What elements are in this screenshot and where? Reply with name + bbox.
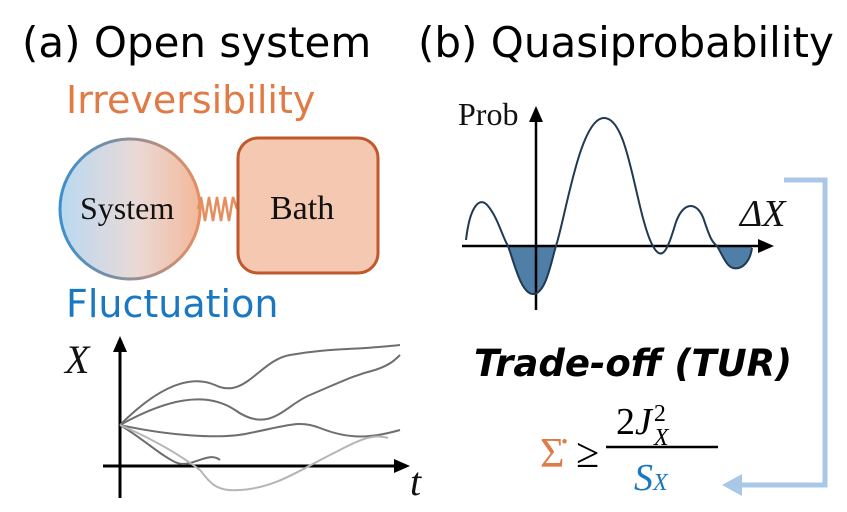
trajectory-4 xyxy=(119,424,221,465)
entropy-production-symbol: Σ̇ xyxy=(540,431,565,477)
fluctuation-label: Fluctuation xyxy=(66,282,279,326)
a-y-axis-label: X xyxy=(65,337,90,382)
fraction-denominator: SX xyxy=(634,457,668,499)
trajectory-5 xyxy=(119,424,389,492)
irreversibility-label: Irreversibility xyxy=(66,78,316,122)
geq-symbol: ≥ xyxy=(576,431,600,477)
bath-box xyxy=(236,136,380,275)
panel-b-title: (b) Quasiprobability xyxy=(418,18,834,67)
bath-label: Bath xyxy=(270,190,335,227)
connector-arrow-line xyxy=(738,177,828,488)
coupling-spring xyxy=(196,196,239,222)
panel-a-title: (a) Open system xyxy=(22,18,372,67)
a-y-axis-arrow xyxy=(113,336,127,352)
a-x-axis-arrow xyxy=(394,459,410,473)
connector-arrow-head xyxy=(722,474,742,496)
system-circle xyxy=(58,137,202,281)
system-label: System xyxy=(80,190,175,226)
quasiprobability-curve xyxy=(465,116,753,296)
negative-region-left xyxy=(508,246,556,294)
trajectory-3 xyxy=(119,422,401,438)
negative-region-right xyxy=(717,246,752,269)
a-x-axis-label: t xyxy=(410,459,422,504)
trajectory-2 xyxy=(119,354,401,426)
b-x-axis-arrow xyxy=(758,239,774,253)
trajectory-1 xyxy=(119,344,401,426)
b-x-axis-label: ΔX xyxy=(740,193,786,235)
tradeoff-label: Trade-off (TUR) xyxy=(474,342,793,385)
b-y-axis-arrow xyxy=(529,106,543,122)
b-y-axis-label: Prob xyxy=(458,96,519,132)
